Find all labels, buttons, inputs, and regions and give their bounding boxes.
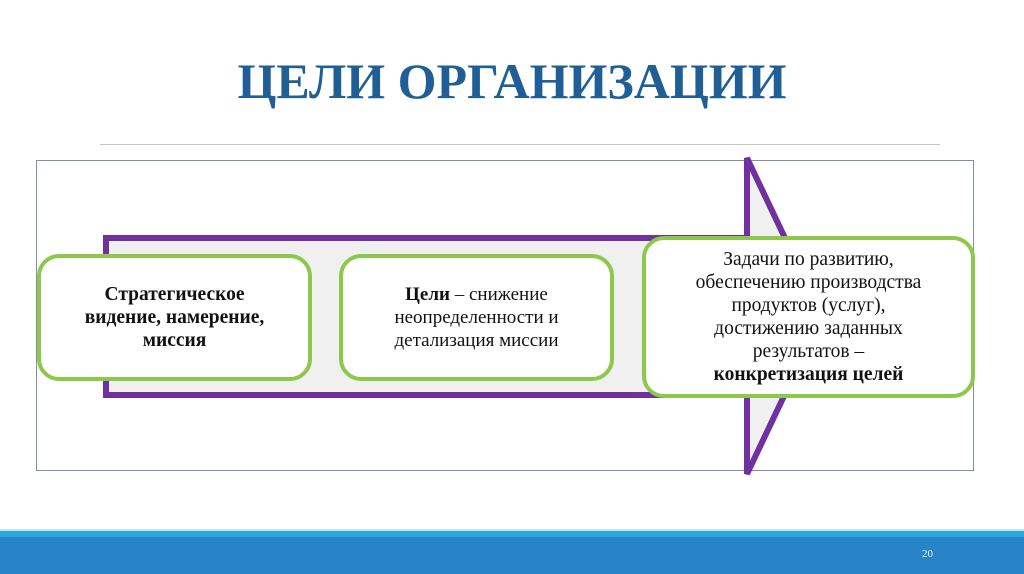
- goals-box: Цели – снижение неопределенности и детал…: [339, 254, 614, 381]
- box2-line2: неопределенности и: [394, 307, 559, 328]
- box3-line5: результатов –: [752, 341, 865, 362]
- box3-line3: продуктов (услуг),: [731, 295, 886, 316]
- strategic-vision-box: Стратегическое видение, намерение, мисси…: [37, 254, 312, 381]
- tasks-box: Задачи по развитию, обеспечению производ…: [642, 236, 975, 398]
- box2-line3: детализация миссии: [394, 330, 559, 351]
- footer-bar: [0, 537, 1024, 574]
- box3-line1: Задачи по развитию,: [723, 249, 894, 270]
- box3-bold-tail: конкретизация целей: [713, 364, 904, 385]
- page-number: 20: [922, 548, 933, 560]
- box3-line2: обеспечению производства: [695, 272, 922, 293]
- goals-bold-lead: Цели: [405, 284, 450, 305]
- slide-title: ЦЕЛИ ОРГАНИЗАЦИИ: [237, 53, 787, 109]
- title-divider: [100, 144, 940, 145]
- box2-line1: Цели – снижение: [394, 283, 558, 306]
- footer-stripe: [0, 531, 1024, 537]
- box1-line2: видение, намерение,: [84, 307, 265, 328]
- box3-line4: достижению заданных: [714, 318, 903, 339]
- goals-lead-rest: – снижение: [449, 284, 548, 305]
- box1-line1: Стратегическое: [104, 284, 245, 305]
- box1-line3: миссия: [142, 330, 207, 351]
- footer-highlight: [0, 529, 1024, 531]
